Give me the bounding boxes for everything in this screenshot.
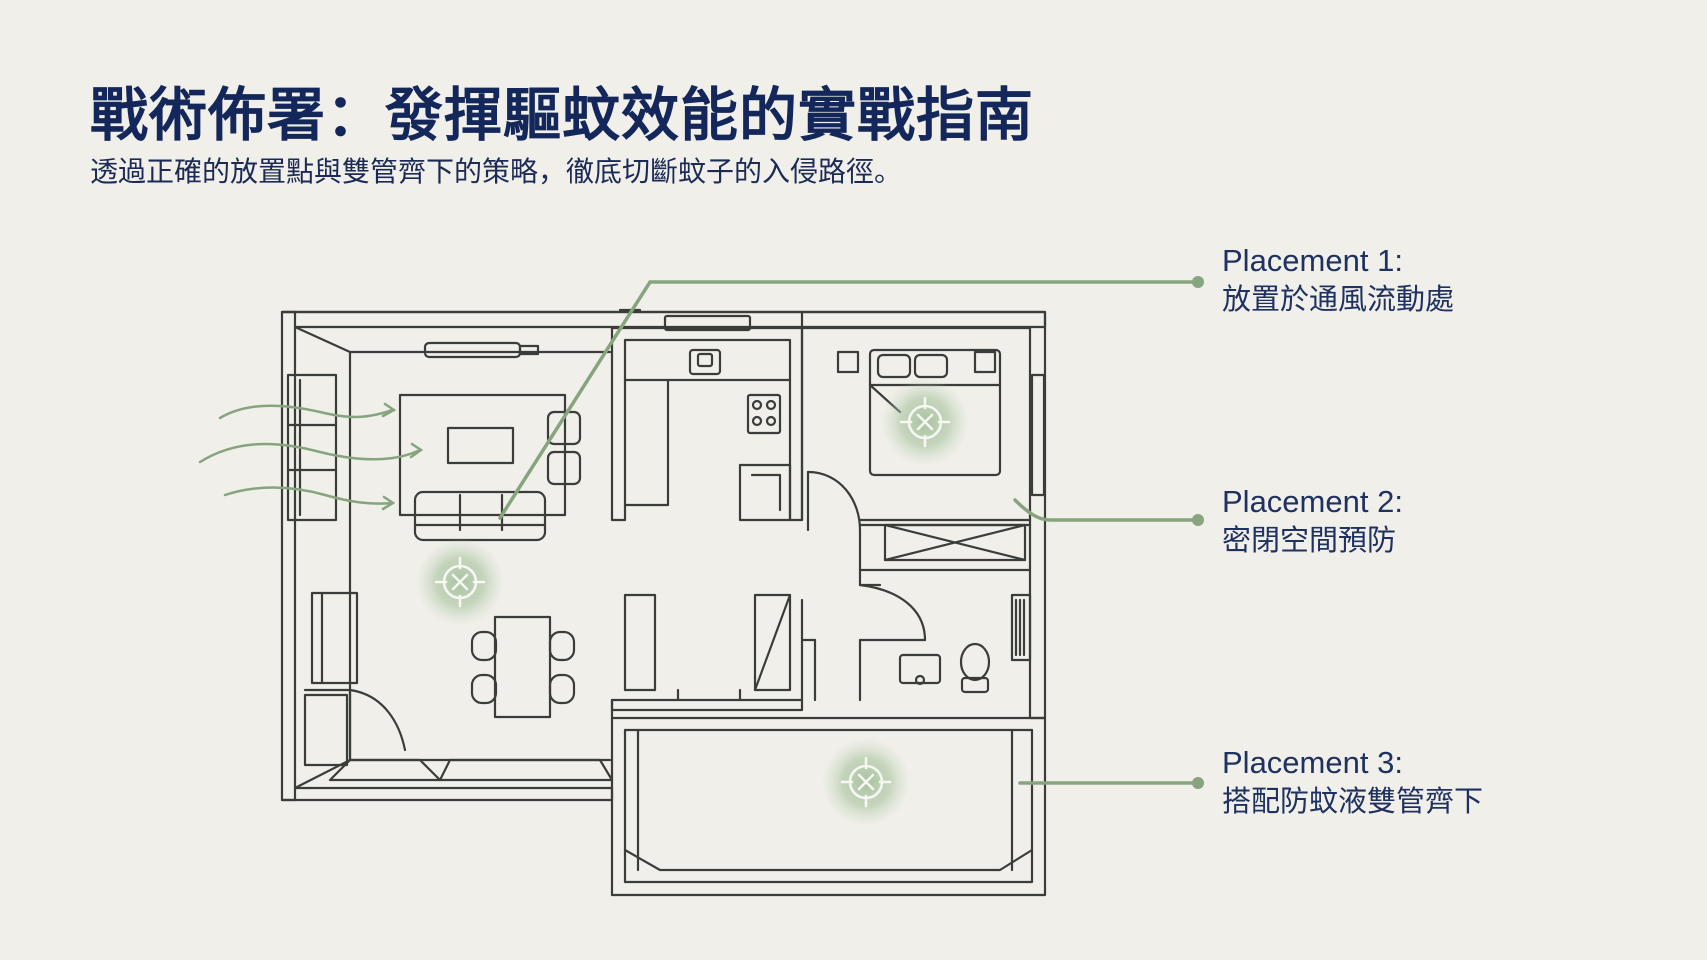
placement-2-desc: 密閉空間預防 — [1222, 523, 1397, 557]
callout-line-2 — [1013, 498, 1200, 522]
target-crosshair-icon — [881, 378, 969, 466]
callout-line-1 — [498, 280, 1200, 520]
target-crosshair-icon — [822, 738, 910, 826]
placement-3-desc: 搭配防蚊液雙管齊下 — [1222, 784, 1484, 818]
placement-1-label: Placement 1: — [1222, 243, 1403, 278]
placement-1-desc: 放置於通風流動處 — [1222, 282, 1455, 316]
target-crosshair-icon — [416, 538, 504, 626]
page-title: 戰術佈署：發揮驅蚊效能的實戰指南 — [90, 81, 1035, 149]
airflow-arrow-icon — [198, 402, 424, 511]
placement-1: Placement 1: 放置於通風流動處 — [1222, 242, 1454, 318]
balcony-wall — [610, 716, 1047, 897]
placement-3: Placement 3: 搭配防蚊液雙管齊下 — [1222, 744, 1483, 820]
outer-wall — [280, 310, 1047, 720]
placement-3-label: Placement 3: — [1222, 745, 1403, 780]
placement-2-label: Placement 2: — [1222, 484, 1403, 519]
placement-2: Placement 2: 密閉空間預防 — [1222, 483, 1403, 559]
page-subtitle: 透過正確的放置點與雙管齊下的策略，徹底切斷蚊子的入侵路徑。 — [90, 155, 903, 188]
